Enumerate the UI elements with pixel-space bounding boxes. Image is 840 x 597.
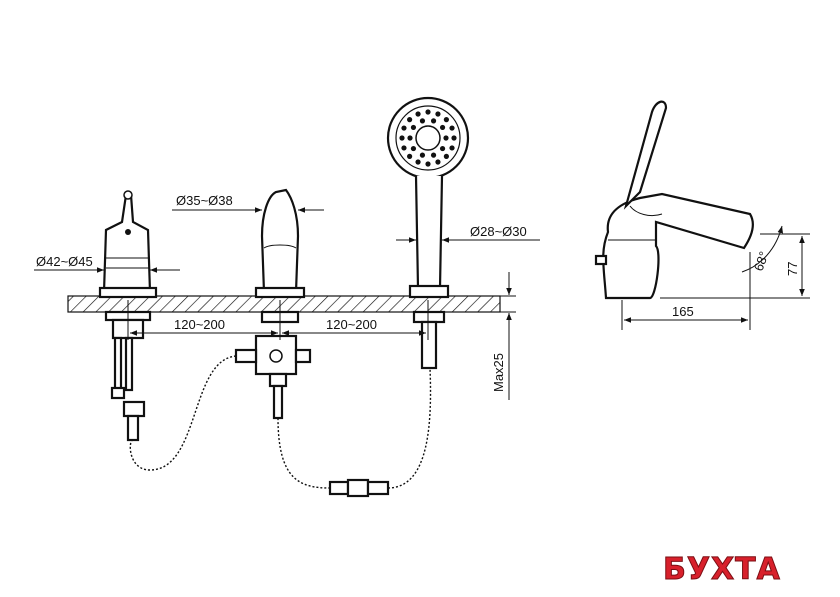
dim-spacing-left: 120~200 <box>174 317 225 332</box>
nozzle-dot <box>419 152 426 158</box>
nozzle-dot <box>415 159 421 165</box>
nozzle-dot <box>443 117 449 123</box>
dim-handshower-diameter: Ø28~Ø30 <box>470 224 527 239</box>
nozzle-dot <box>449 125 455 131</box>
nozzle-dot <box>443 135 449 141</box>
nozzle-dot <box>430 152 437 158</box>
nozzle-dot <box>415 111 421 117</box>
side-view <box>594 100 810 330</box>
dim-spout-diameter: Ø35~Ø38 <box>176 193 233 208</box>
dim-side-angle: 68° <box>751 249 772 273</box>
nozzle-dot <box>407 117 413 123</box>
dim-side-length: 165 <box>672 304 694 319</box>
nozzle-dot <box>407 153 413 159</box>
nozzle-dot <box>410 124 417 131</box>
nozzle-dot <box>451 135 457 141</box>
nozzle-dot <box>401 125 407 131</box>
nozzle-dot <box>401 145 407 151</box>
dim-left-diameter: Ø42~Ø45 <box>36 254 93 269</box>
nozzle-dot <box>419 118 426 124</box>
dim-spacing-right: 120~200 <box>326 317 377 332</box>
dim-side-height: 77 <box>785 262 800 276</box>
nozzle-dot <box>435 111 441 117</box>
nozzle-dot <box>435 159 441 165</box>
nozzle-dot <box>425 109 431 115</box>
nozzle-dot <box>410 145 417 152</box>
nozzle-dot <box>399 135 405 141</box>
nozzle-dot <box>425 161 431 167</box>
brand-logo: БУХТА <box>663 552 781 587</box>
hoses <box>129 355 432 498</box>
hand-shower <box>386 96 470 370</box>
nozzle-dot <box>443 153 449 159</box>
shower-nozzles <box>399 109 457 167</box>
dimension-lines <box>34 207 540 400</box>
deck-slab <box>67 295 501 313</box>
nozzle-dot <box>430 118 437 124</box>
nozzle-dot <box>439 124 446 131</box>
nozzle-dot <box>449 145 455 151</box>
nozzle-dot <box>439 145 446 152</box>
dim-max-thickness: Max25 <box>491 353 506 392</box>
nozzle-dot <box>407 135 413 141</box>
